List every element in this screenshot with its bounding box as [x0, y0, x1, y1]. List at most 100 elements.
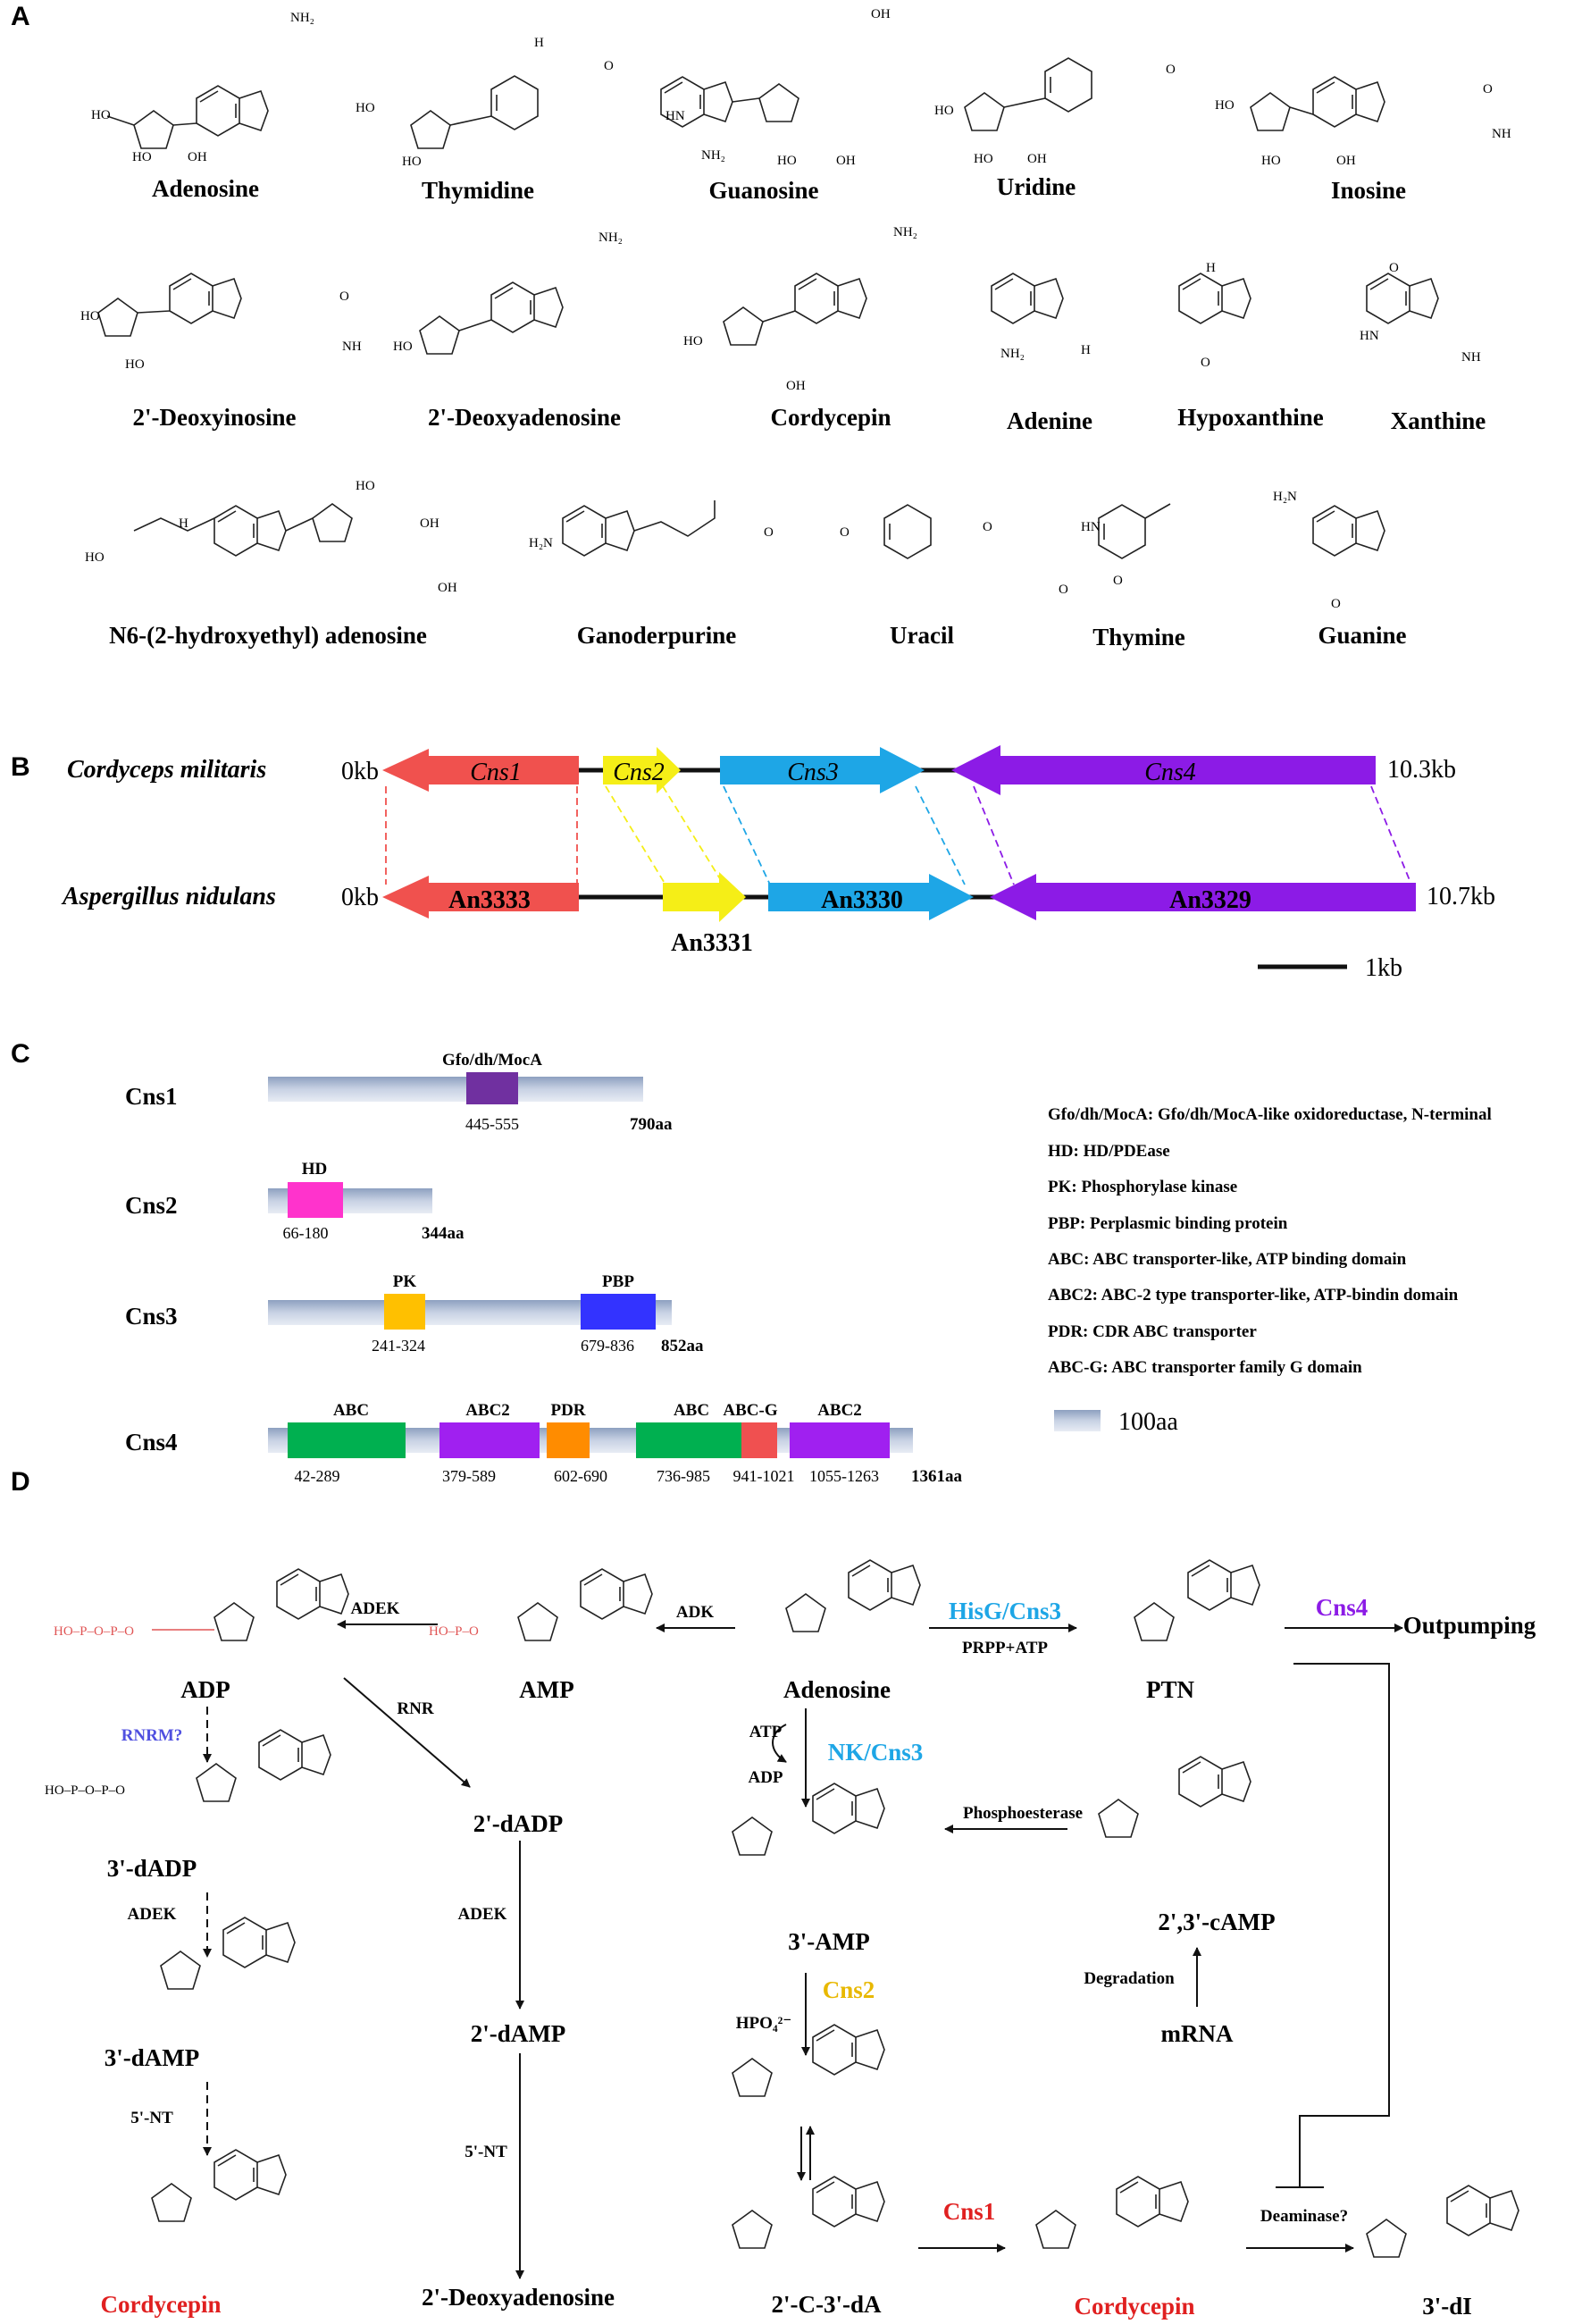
panel-a-structures [97, 57, 1439, 559]
svg-text:OH: OH [836, 154, 856, 168]
compound-amp: AMP [519, 1676, 573, 1703]
svg-text:O: O [764, 525, 774, 540]
panel-label-b: B [11, 752, 30, 782]
svg-text:PDR: PDR [550, 1401, 585, 1420]
gene-cns1 [382, 749, 579, 792]
structure-uracil [883, 504, 932, 559]
svg-text:ABC2: ABC2 [817, 1401, 862, 1420]
structure-3-di [1366, 2185, 1519, 2258]
svg-text:HO: HO [356, 479, 375, 493]
label-cns1: Cns1 [470, 759, 522, 786]
svg-text:ABC: ABC [674, 1401, 709, 1420]
svg-text:HO: HO [777, 154, 797, 168]
name-ganoderpurine: Ganoderpurine [577, 622, 737, 649]
svg-text:O: O [1201, 356, 1210, 370]
gene-an3331 [663, 872, 746, 922]
svg-text:ABC2: ABC2 [465, 1401, 510, 1420]
svg-text:OH: OH [1336, 154, 1356, 168]
compound-3-amp: 3'-AMP [788, 1928, 869, 1955]
enzyme-nk-cns3: NK/Cns3 [828, 1739, 924, 1766]
species-aspergillus: Aspergillus nidulans [61, 883, 276, 910]
compound-adenosine: Adenosine [783, 1676, 891, 1703]
svg-text:HO: HO [1261, 154, 1281, 168]
name-uracil: Uracil [890, 622, 954, 649]
name-2-deoxyinosine: 2'-Deoxyinosine [132, 404, 296, 431]
track2-end: 10.7kb [1427, 883, 1495, 910]
enzyme-deaminase: Deaminase? [1260, 2207, 1348, 2226]
structure-3-dadp: HO–P–O–P–O [45, 1729, 331, 1802]
enzyme-adp: ADP [748, 1768, 783, 1787]
svg-text:O: O [604, 59, 614, 73]
structure-cordycepin-right [1035, 2176, 1189, 2249]
species-cordyceps: Cordyceps militaris [67, 756, 266, 784]
enzyme-hpo4: HPO₄²⁻ [736, 2014, 792, 2033]
label-cns4: Cns4 [1144, 759, 1196, 786]
name-thymidine: Thymidine [422, 177, 534, 204]
compound-2-dadp: 2'-dADP [473, 1810, 564, 1837]
svg-text:445-555: 445-555 [465, 1115, 519, 1133]
svg-text:602-690: 602-690 [554, 1467, 607, 1485]
name-thymine: Thymine [1092, 624, 1185, 650]
svg-text:H: H [1081, 343, 1091, 357]
name-guanosine: Guanosine [708, 177, 818, 204]
label-an3333: An3333 [448, 886, 531, 914]
structure-amp: HO–P–O [429, 1568, 653, 1641]
svg-text:Gfo/dh/MocA: Gfo/dh/MocA [442, 1051, 542, 1070]
svg-text:1055-1263: 1055-1263 [809, 1467, 879, 1485]
label-an3329: An3329 [1169, 886, 1251, 914]
svg-text:Gfo/dh/MocA: Gfo/dh/MocA-like: Gfo/dh/MocA: Gfo/dh/MocA-like oxidoreduc… [1048, 1105, 1492, 1124]
compound-adp: ADP [180, 1676, 230, 1703]
name-adenine: Adenine [1007, 407, 1092, 434]
svg-text:H: H [1206, 261, 1216, 275]
compound-3-di: 3'-dI [1422, 2293, 1472, 2320]
name-2-deoxyadenosine: 2'-Deoxyadenosine [428, 404, 621, 431]
name-hypoxanthine: Hypoxanthine [1177, 404, 1324, 431]
svg-text:HO–P–O–P–O: HO–P–O–P–O [45, 1783, 125, 1798]
svg-text:O: O [1483, 82, 1493, 96]
svg-text:OH: OH [420, 516, 439, 531]
svg-text:H: H [534, 36, 544, 50]
structure-2-deoxyadenosine [419, 281, 564, 355]
svg-text:HO–P–O: HO–P–O [429, 1624, 479, 1639]
svg-text:O: O [1059, 583, 1068, 597]
svg-text:OH: OH [188, 150, 207, 164]
protein-cns2: Cns2 [125, 1192, 178, 1219]
svg-text:H₂N: H₂N [1273, 490, 1297, 504]
label-cns3: Cns3 [787, 759, 839, 786]
enzyme-cns4: Cns4 [1316, 1594, 1369, 1621]
name-guanine: Guanine [1318, 622, 1406, 649]
enzyme-cns1: Cns1 [943, 2198, 996, 2225]
name-n6-hydroxyethyl-adenosine: N6-(2-hydroxyethyl) adenosine [109, 622, 427, 649]
structure-adenosine-d [785, 1559, 921, 1632]
enzyme-rnrm: RNRM? [121, 1726, 183, 1745]
svg-text:HO: HO [125, 357, 145, 372]
compound-2-c-3-da: 2'-C-3'-dA [772, 2291, 882, 2318]
svg-text:679-836: 679-836 [581, 1337, 634, 1355]
svg-text:HO: HO [934, 104, 954, 118]
svg-text:O: O [1389, 261, 1399, 275]
svg-text:HN: HN [665, 109, 685, 123]
structure-intermediate [732, 2024, 885, 2097]
structure-cordycepin-a [723, 273, 867, 346]
protein-cns4: Cns4 [125, 1429, 178, 1456]
gene-an3329 [990, 874, 1416, 920]
enzyme-adk: ADK [676, 1603, 714, 1622]
svg-text:ABC: ABC transporter-like, ATP: ABC: ABC transporter-like, ATP binding d… [1048, 1250, 1407, 1269]
enzyme-phosphoesterase: Phosphoesterase [963, 1804, 1083, 1823]
svg-text:HO: HO [393, 340, 413, 354]
enzyme-adek-2: ADEK [128, 1905, 177, 1924]
panel-a-atom-labels: NH₂ HO HO OH HO HO H O OH HN NH₂ HO OH H… [80, 7, 1511, 611]
svg-text:PK: Phosphorylase kinase: PK: Phosphorylase kinase [1048, 1178, 1237, 1196]
svg-text:NH₂: NH₂ [598, 231, 623, 245]
svg-text:42-289: 42-289 [295, 1467, 340, 1485]
structure-xanthine [1366, 273, 1439, 324]
enzyme-5-nt-1: 5'-NT [130, 2109, 173, 2127]
svg-text:HO: HO [1215, 98, 1235, 113]
scale-1kb: 1kb [1365, 954, 1402, 982]
compound-2-deoxyadenosine: 2'-Deoxyadenosine [422, 2284, 615, 2311]
panel-b-gene-clusters: Cordyceps militaris Aspergillus nidulans… [61, 745, 1495, 982]
structure-thymine [1098, 503, 1171, 559]
svg-text:379-589: 379-589 [442, 1467, 496, 1485]
structure-2-deoxyinosine [97, 273, 242, 337]
